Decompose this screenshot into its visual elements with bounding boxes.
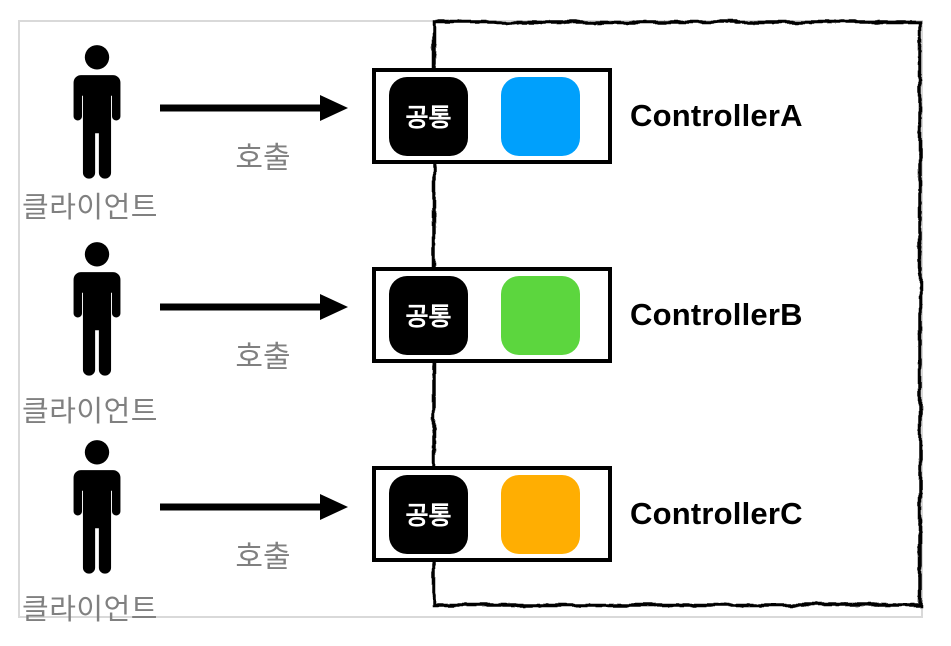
person-icon bbox=[73, 440, 121, 574]
controller-color-block bbox=[501, 474, 580, 554]
call-label: 호출 bbox=[235, 142, 291, 175]
common-badge: 공통 bbox=[389, 76, 468, 156]
controller-color-block bbox=[501, 76, 580, 156]
arrow-right-icon bbox=[158, 287, 350, 327]
controller-box: 공통 bbox=[372, 466, 612, 562]
controller-box: 공통 bbox=[372, 68, 612, 164]
client-label: 클라이언트 bbox=[22, 192, 158, 224]
client-figure bbox=[67, 440, 127, 577]
common-badge: 공통 bbox=[389, 275, 468, 355]
arrow-right-icon bbox=[158, 88, 350, 128]
client-figure bbox=[67, 242, 127, 379]
controller-box: 공통 bbox=[372, 267, 612, 363]
client-label: 클라이언트 bbox=[22, 396, 158, 428]
controller-name: ControllerB bbox=[630, 297, 803, 332]
person-icon bbox=[73, 242, 121, 376]
call-label: 호출 bbox=[235, 341, 291, 374]
client-label: 클라이언트 bbox=[22, 594, 158, 626]
controller-name: ControllerC bbox=[630, 496, 803, 531]
person-icon bbox=[73, 45, 121, 179]
call-label: 호출 bbox=[235, 541, 291, 574]
controller-name: ControllerA bbox=[630, 98, 803, 133]
arrow-right-icon bbox=[158, 487, 350, 527]
client-figure bbox=[67, 45, 127, 182]
controller-color-block bbox=[501, 275, 580, 355]
common-badge: 공통 bbox=[389, 474, 468, 554]
